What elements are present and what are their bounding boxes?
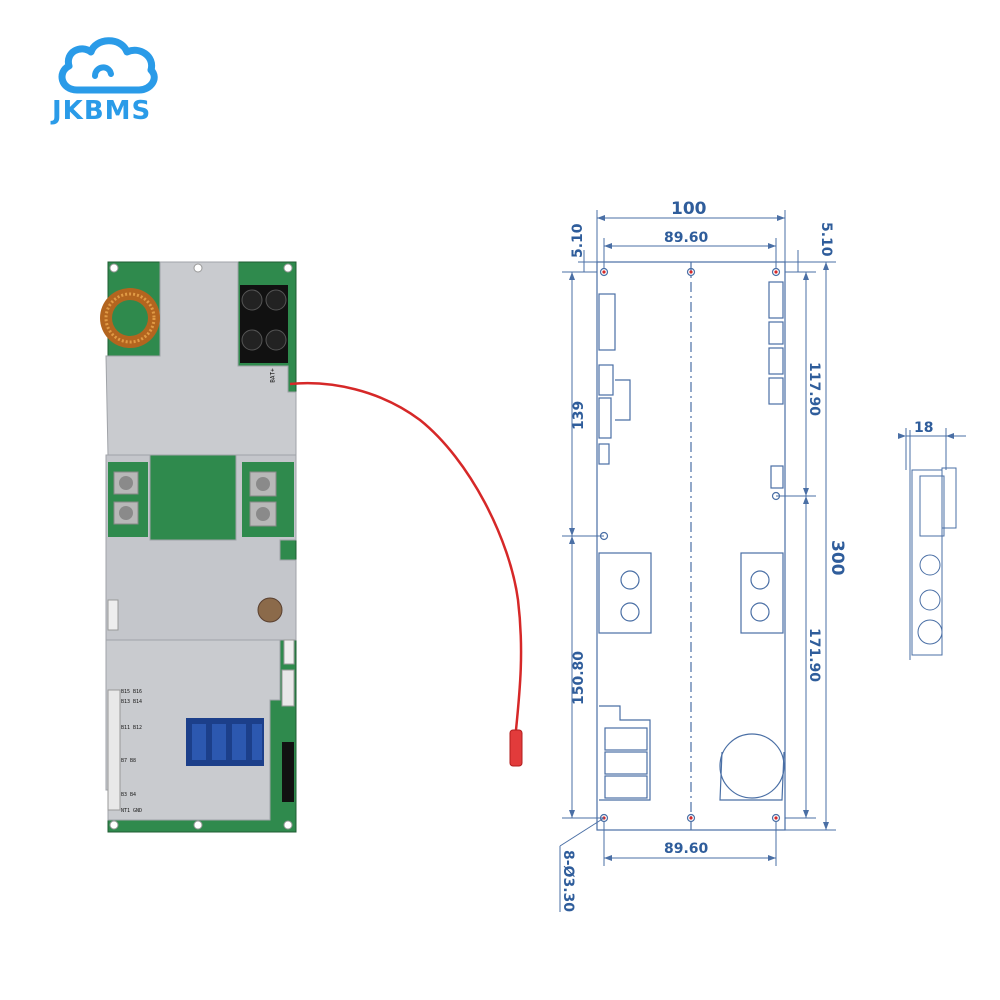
brand-name: JKBMS [52,96,152,126]
svg-text:B7 B8: B7 B8 [121,758,136,764]
dim-right-upper: 117.90 [806,362,822,416]
svg-text:NT1 GND: NT1 GND [121,808,142,814]
dim-right-lower: 171.90 [806,628,822,682]
svg-text:B3 B4: B3 B4 [121,792,136,798]
svg-text:B13 B14: B13 B14 [121,699,142,705]
dim-thickness: 18 [914,420,933,436]
dim-lower-section: 150.80 [571,651,587,705]
dim-hole-spacing-bottom: 89.60 [664,841,709,857]
dim-overall-length: 300 [827,540,847,576]
cloud-logo-icon [58,37,158,94]
svg-text:B15 B16: B15 B16 [121,689,142,695]
dim-overall-width: 100 [671,199,707,219]
dim-edge-offset-left: 5.10 [570,223,586,258]
dim-hole-spec: 8-Ø3.30 [560,850,576,912]
dim-upper-section: 139 [571,401,587,430]
svg-text:B11 B12: B11 B12 [121,725,142,731]
dim-edge-offset-right: 5.10 [818,222,834,257]
dim-hole-spacing-top: 89.60 [664,230,709,246]
